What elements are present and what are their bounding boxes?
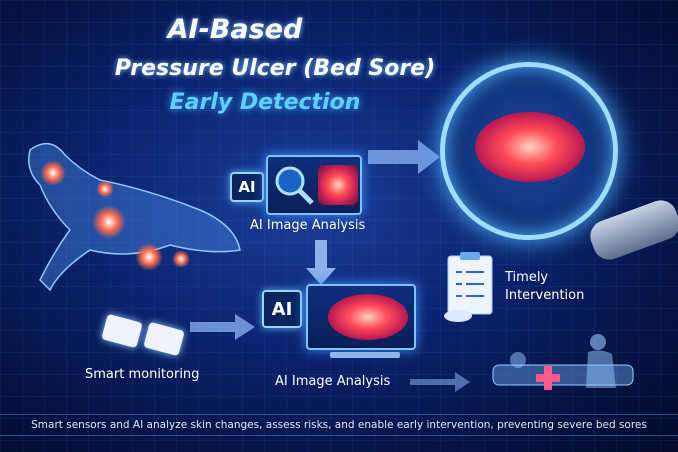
top-analysis-caption: AI Image Analysis	[250, 218, 366, 233]
intervention-caption-line-1: Timely	[505, 270, 549, 285]
pressure-point-hotspot	[135, 243, 163, 271]
footer-caption: Smart sensors and AI analyze skin change…	[0, 414, 678, 436]
top-analysis-screen	[266, 155, 362, 215]
skin-lesion-image	[318, 165, 358, 205]
pressure-point-hotspot	[40, 160, 66, 186]
pressure-point-hotspot	[92, 205, 126, 239]
ai-chip-icon: AI	[230, 172, 264, 202]
clipboard-checklist-icon	[444, 252, 493, 322]
arrow-right-icon	[190, 314, 255, 340]
ai-chip-icon: AI	[262, 290, 302, 328]
bottom-analysis-screen	[306, 284, 416, 350]
magnified-skin-lesion	[475, 112, 585, 182]
arrow-down-icon	[306, 240, 336, 285]
title-line-3: Early Detection	[169, 90, 361, 115]
monitor-stand	[330, 352, 400, 358]
skin-lesion-image	[328, 294, 408, 340]
magnifier-icon	[275, 166, 314, 205]
pressure-point-hotspot	[172, 250, 190, 268]
smart-monitoring-caption: Smart monitoring	[85, 367, 200, 382]
title-line-2: Pressure Ulcer (Bed Sore)	[114, 56, 436, 81]
ai-label: AI	[271, 298, 293, 320]
intervention-caption-line-2: Intervention	[505, 288, 585, 303]
patient-body-illustration	[28, 142, 241, 292]
arrow-right-icon	[410, 372, 470, 392]
arrow-right-icon	[368, 140, 440, 174]
magnifier-lens	[440, 62, 618, 240]
bottom-analysis-caption: AI Image Analysis	[275, 374, 391, 389]
title-line-1: AI-Based	[167, 14, 303, 45]
pressure-point-hotspot	[96, 180, 114, 198]
patient-bed-caregiver-illustration	[492, 334, 634, 390]
ai-label: AI	[238, 178, 256, 196]
